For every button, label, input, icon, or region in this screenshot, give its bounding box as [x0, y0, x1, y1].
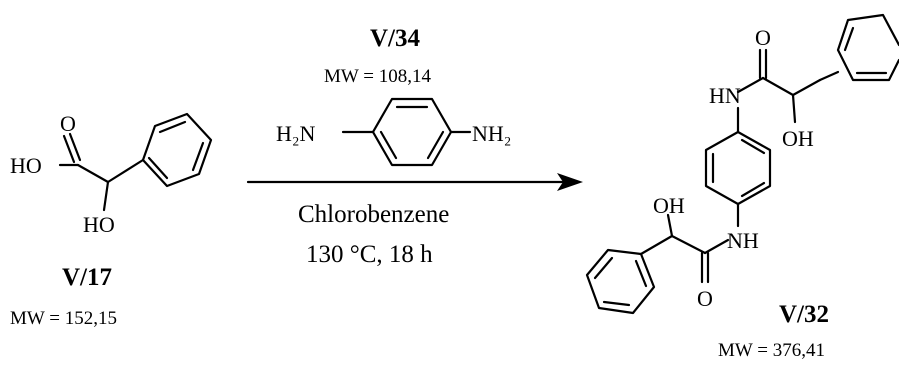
product-bottom-phenyl-double-2 [602, 300, 631, 307]
reactant-compound-id: V/17 [62, 264, 112, 291]
reagent-left-amine-label: H₂N [276, 121, 316, 146]
reaction-arrow-head [557, 173, 583, 191]
reagent-benzene-ring [371, 97, 453, 167]
reagent-mw: MW = 108,14 [324, 66, 431, 87]
product-top-o-label: O [755, 25, 771, 50]
reactant-phenyl-double-1 [158, 120, 187, 134]
product-top-phenyl-double-1 [843, 26, 855, 52]
reactant-acid-o-label: O [60, 111, 76, 136]
product-central-double-3 [740, 181, 766, 198]
product-central-double-2 [740, 138, 766, 155]
reagent-ring-double-2 [426, 130, 445, 160]
product-bottom-o-label: O [697, 286, 713, 311]
reactant-phenyl-double-3 [147, 156, 169, 180]
product-bottom-nh-label: NH [727, 228, 759, 253]
reactant-structure: O HO HO [10, 111, 213, 237]
product-bottom-calpha-oh-bond [666, 213, 674, 238]
temperature-time-label: 130 °C, 18 h [306, 241, 433, 268]
product-bottom-n-c-bond [703, 238, 730, 255]
product-top-phenyl-ring [836, 13, 899, 82]
product-central-ring [704, 130, 772, 206]
product-top-calpha-ring-bond [791, 78, 822, 97]
reactant-co-double-bond-b [62, 134, 76, 164]
product-structure: O HN OH OH NH O [585, 13, 899, 315]
reactant-phenyl-double-2 [191, 141, 205, 172]
solvent-label: Chlorobenzene [298, 201, 449, 228]
reactant-calpha-oh-bond [102, 180, 110, 212]
product-bottom-c-calpha-bond [670, 234, 707, 255]
product-bottom-calpha-ring-bond [639, 234, 674, 256]
product-bottom-phenyl-double-3 [634, 259, 648, 288]
reactant-phenyl-ring [141, 112, 213, 188]
product-top-calpha-oh-bond [791, 93, 797, 124]
product-mw: MW = 376,41 [718, 340, 825, 361]
product-bottom-phenyl-ring [585, 248, 656, 315]
product-top-c-calpha-bond [761, 76, 795, 97]
product-compound-id: V/32 [779, 301, 829, 328]
reactant-mw: MW = 152,15 [10, 308, 117, 329]
reactant-c-calpha-bond [76, 163, 110, 184]
product-bottom-oh-label: OH [653, 193, 685, 218]
reagent-right-amine-label: NH₂ [472, 121, 511, 146]
reagent-compound-id: V/34 [370, 25, 421, 52]
reactant-alcohol-oh-label: HO [83, 212, 115, 237]
reactant-acid-oh-label: HO [10, 153, 42, 178]
product-top-oh-label: OH [782, 126, 814, 151]
product-top-nh-label: HN [709, 83, 741, 108]
reactant-co-double-bond-a [68, 132, 82, 162]
product-top-c-n-bond [736, 76, 765, 94]
reagent-ring-double-3 [379, 130, 398, 160]
reagent-structure [341, 97, 472, 167]
reactant-calpha-ring-bond [106, 158, 145, 184]
product-top-phenyl-link [818, 70, 840, 82]
product-bottom-phenyl-double-1 [593, 256, 614, 280]
